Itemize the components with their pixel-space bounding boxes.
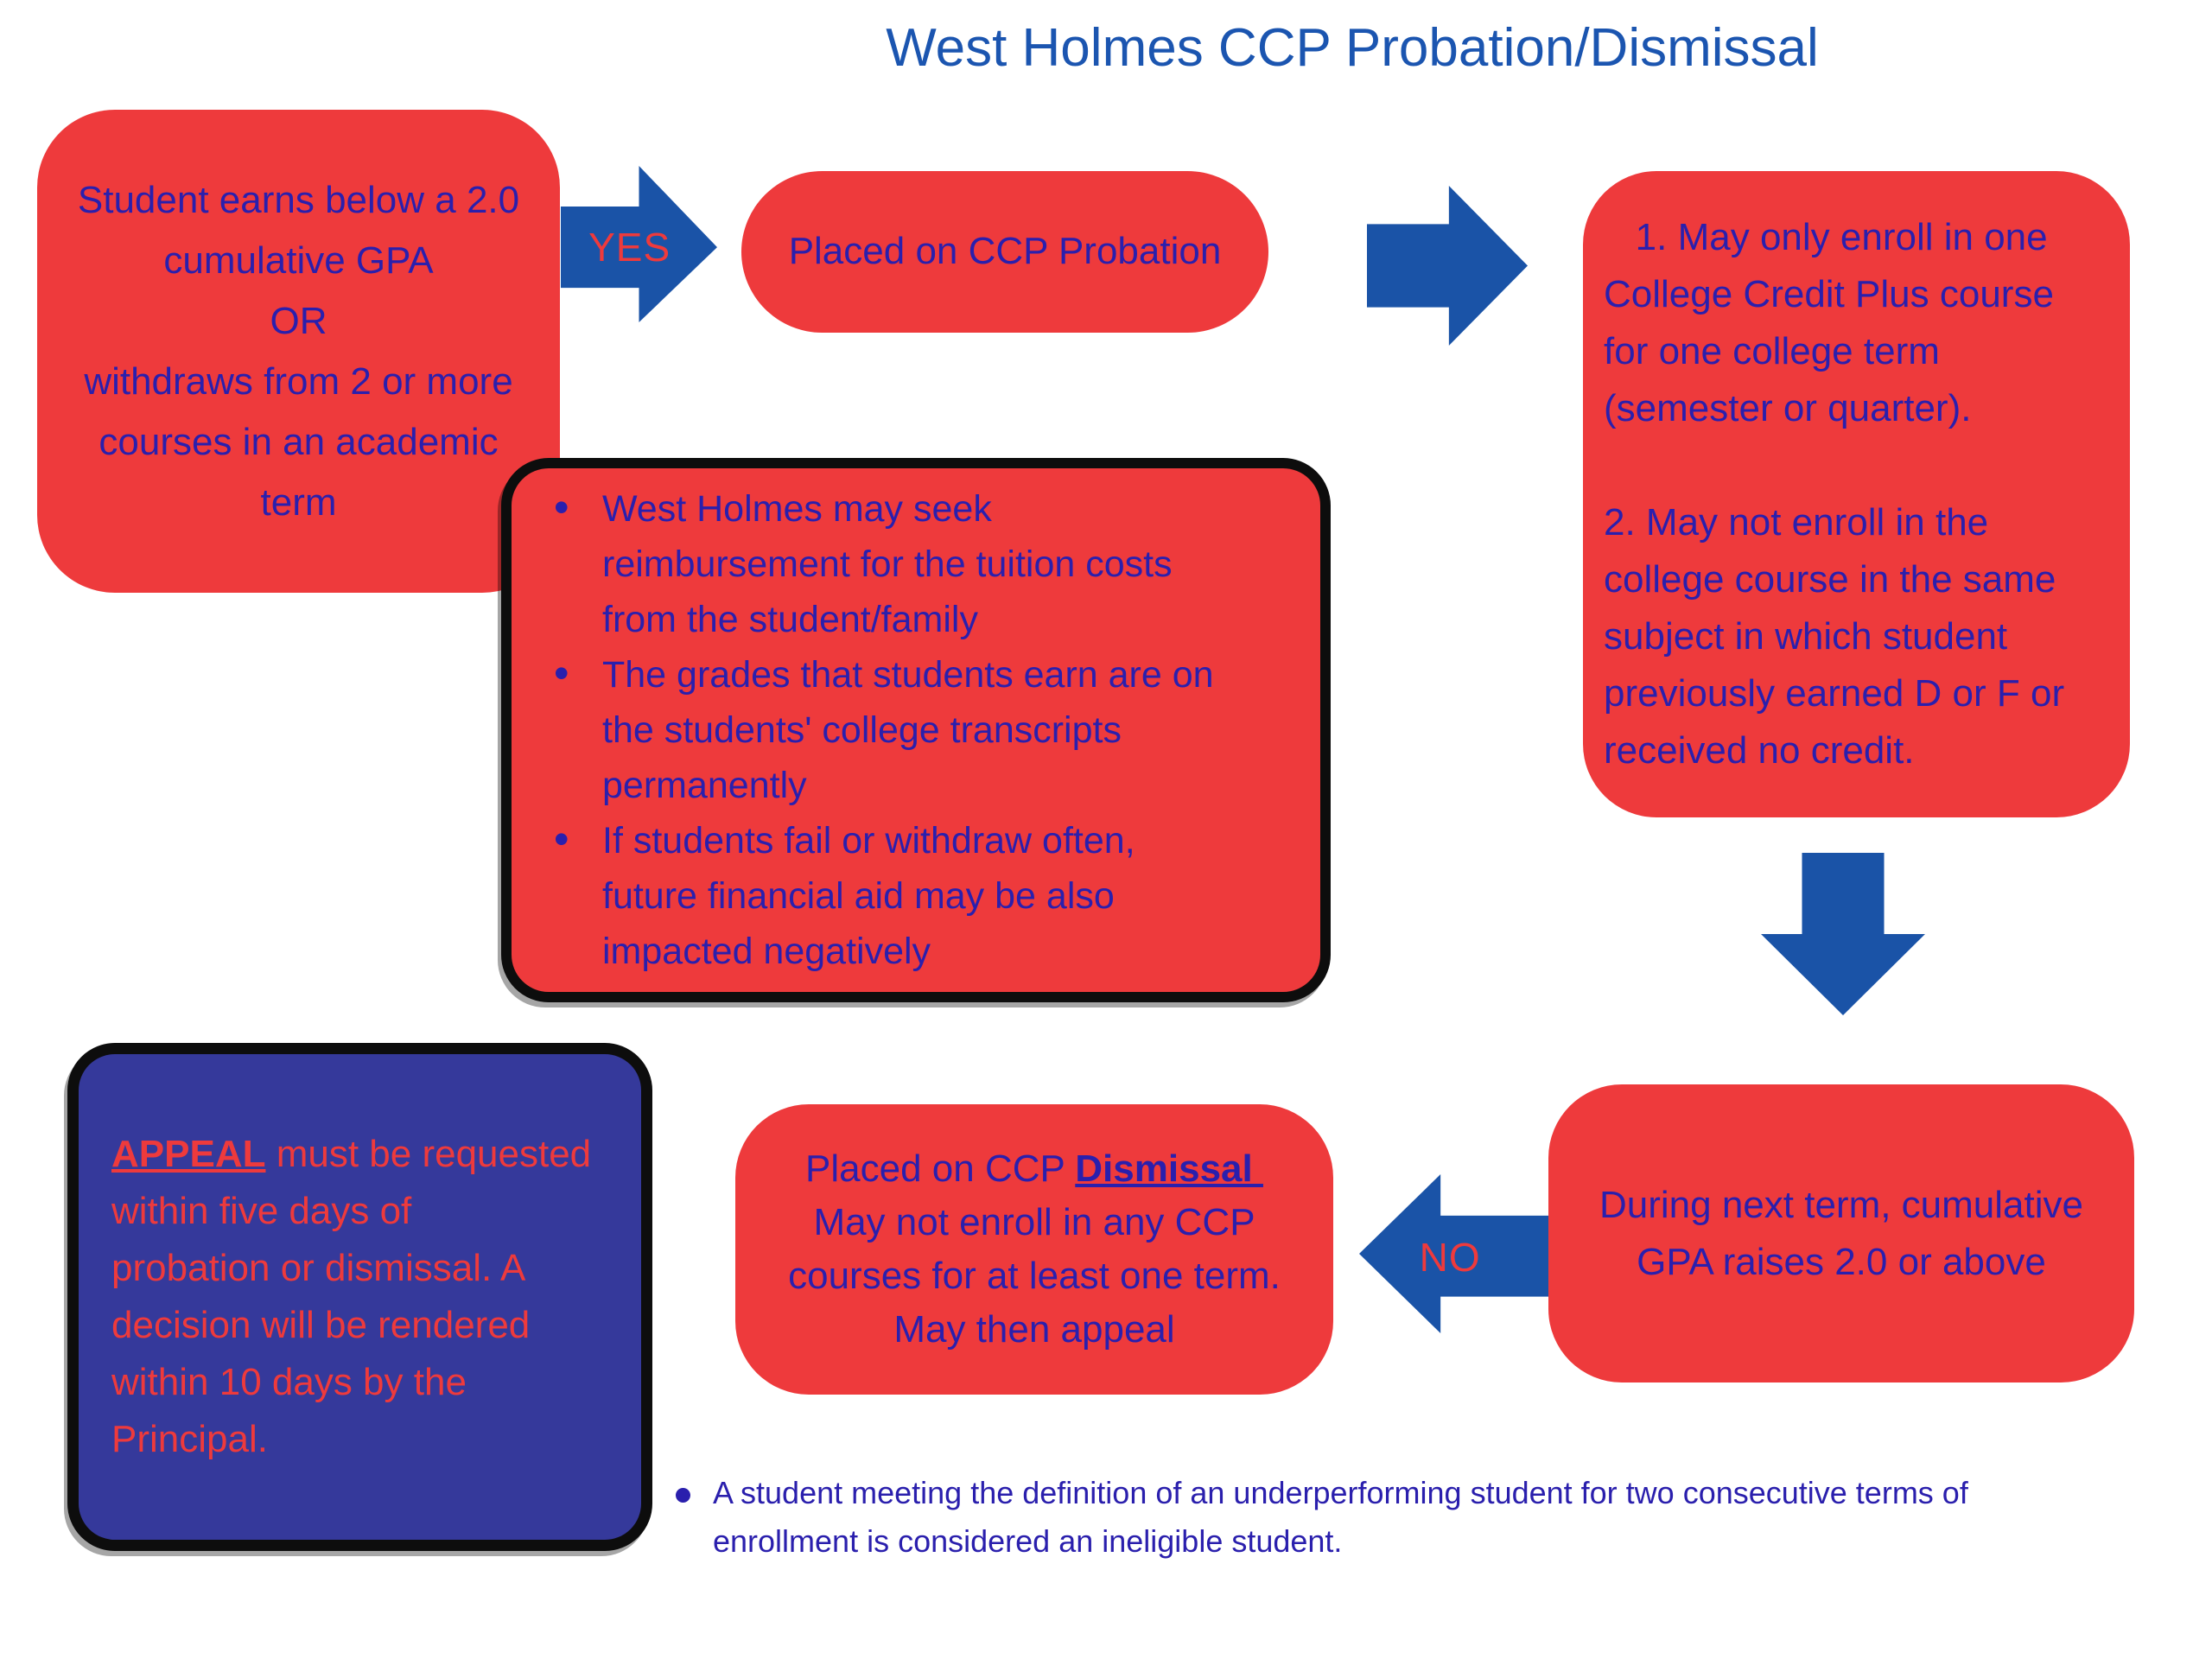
probation-box: Placed on CCP Probation (741, 171, 1268, 333)
footnote-text: A student meeting the definition of an u… (713, 1475, 1968, 1559)
probation-box-text: Placed on CCP Probation (788, 230, 1222, 273)
dismissal-line-1: Placed on CCP Dismissal (788, 1142, 1281, 1196)
appeal-keyword: APPEAL (111, 1133, 266, 1175)
down-arrow (1761, 853, 1925, 1015)
dismissal-keyword: Dismissal (1075, 1147, 1263, 1190)
dismissal-box: Placed on CCP Dismissal May not enroll i… (735, 1104, 1333, 1395)
appeal-box: APPEAL must be requested within five day… (67, 1043, 652, 1551)
appeal-box-text: APPEAL must be requested within five day… (79, 1126, 608, 1468)
appeal-line-1: APPEAL must be requested (111, 1126, 591, 1183)
right-arrow (1367, 186, 1528, 346)
yes-arrow-label: YES (588, 225, 671, 270)
page-title: West Holmes CCP Probation/Dismissal (886, 18, 1819, 78)
dismissal-box-text: Placed on CCP Dismissal May not enroll i… (788, 1142, 1281, 1357)
yes-arrow: YES (561, 166, 717, 322)
footnote: A student meeting the definition of an u… (676, 1469, 2212, 1566)
no-arrow-label: NO (1419, 1234, 1481, 1280)
no-arrow: NO (1359, 1174, 1548, 1333)
consequences-item-financial-aid: If students fail or withdraw often,futur… (554, 811, 1214, 979)
dismissal-line-1-prefix: Placed on CCP (805, 1147, 1076, 1190)
consequences-item-transcripts: The grades that students earn are onthe … (554, 645, 1214, 813)
appeal-line-1-rest: must be requested (265, 1133, 592, 1175)
footnote-bullet-icon (676, 1488, 690, 1503)
